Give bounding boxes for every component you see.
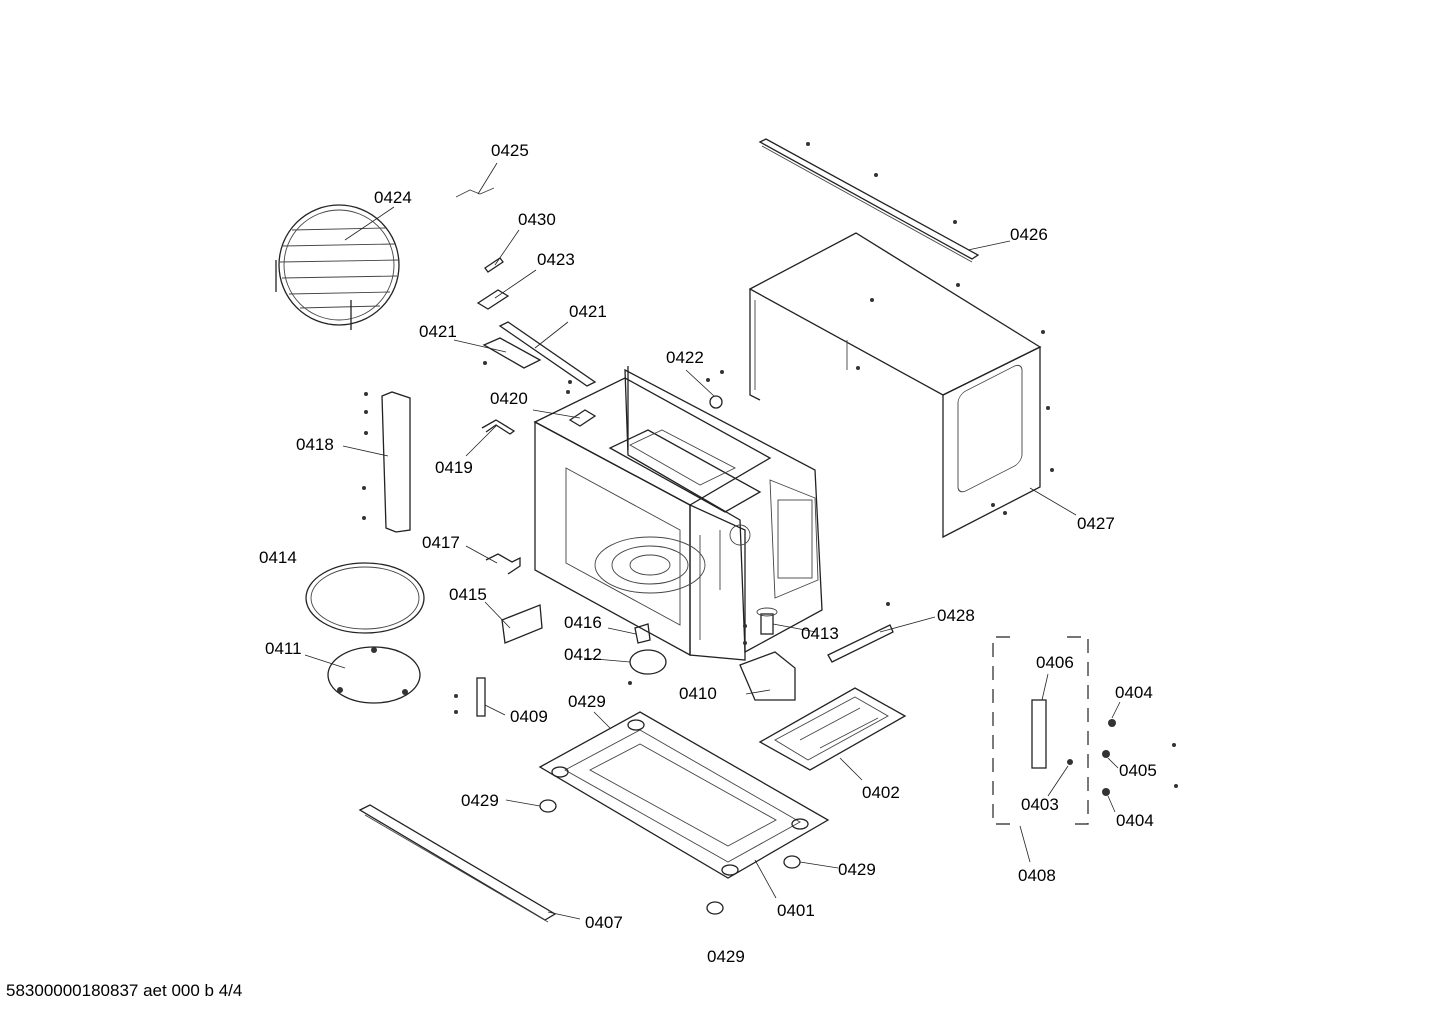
part-0420-bracket <box>568 409 597 427</box>
callout-0410: 0410 <box>679 684 717 703</box>
part-0423-bracket <box>476 289 510 310</box>
callout-0416: 0416 <box>564 613 602 632</box>
callout-0417: 0417 <box>422 533 460 552</box>
callout-0423: 0423 <box>537 250 575 269</box>
callout-0429-top: 0429 <box>568 692 606 711</box>
part-0401-base-plate <box>538 711 830 879</box>
callout-0425: 0425 <box>491 141 529 160</box>
part-0414-roller-ring <box>305 562 425 634</box>
callout-0403: 0403 <box>1021 795 1059 814</box>
callout-0421-right: 0421 <box>569 302 607 321</box>
callout-0402: 0402 <box>862 783 900 802</box>
callout-0409: 0409 <box>510 707 548 726</box>
part-0411-roller-support <box>327 646 421 704</box>
part-0413-spindle <box>743 607 778 645</box>
callout-0426: 0426 <box>1010 225 1048 244</box>
callout-0430: 0430 <box>518 210 556 229</box>
callout-0401: 0401 <box>777 901 815 920</box>
part-0415-cover-plate <box>501 604 543 644</box>
callout-0419: 0419 <box>435 458 473 477</box>
part-0425-wire <box>455 187 495 198</box>
part-0428-bracket <box>827 602 894 663</box>
part-0412-motor <box>628 649 667 685</box>
callout-0422: 0422 <box>666 348 704 367</box>
part-0409-strip <box>454 677 486 717</box>
leader-lines <box>304 162 1121 920</box>
part-0418-side-bracket <box>362 391 411 533</box>
callout-0418: 0418 <box>296 435 334 454</box>
callout-0414: 0414 <box>259 548 297 567</box>
callout-0429-right: 0429 <box>838 860 876 879</box>
part-cavity-assembly <box>533 366 823 661</box>
callout-labels: 0425 0424 0430 0423 0426 0421 0421 0422 … <box>259 141 1157 966</box>
callout-0404-bottom: 0404 <box>1116 811 1154 830</box>
part-0429-feet <box>539 799 801 915</box>
part-0426-top-strip <box>758 138 980 263</box>
part-0422-fitting <box>706 370 724 409</box>
part-0410-mount <box>739 651 796 701</box>
callout-0413: 0413 <box>801 624 839 643</box>
part-0407-front-rail <box>358 804 557 923</box>
part-0416-coupler <box>634 623 651 644</box>
callout-0421-left: 0421 <box>419 322 457 341</box>
part-0421-rails <box>482 321 597 394</box>
callout-0407: 0407 <box>585 913 623 932</box>
callout-0428: 0428 <box>937 606 975 625</box>
callout-0424: 0424 <box>374 188 412 207</box>
part-0424-grill-rack <box>275 204 400 330</box>
callout-0411: 0411 <box>265 639 302 658</box>
callout-0427: 0427 <box>1077 514 1115 533</box>
callout-0429-bottom: 0429 <box>707 947 745 966</box>
part-0430-bracket <box>484 257 504 273</box>
part-0417-bracket <box>485 553 521 575</box>
callout-0405: 0405 <box>1119 761 1157 780</box>
callout-0408: 0408 <box>1018 866 1056 885</box>
callout-0420: 0420 <box>490 389 528 408</box>
callout-0412: 0412 <box>564 645 602 664</box>
callout-0404-top: 0404 <box>1115 683 1153 702</box>
callout-0415: 0415 <box>449 585 487 604</box>
part-0427-outer-housing <box>748 232 1054 539</box>
callout-0429-left: 0429 <box>461 791 499 810</box>
callout-0406: 0406 <box>1036 653 1074 672</box>
part-0419-bracket <box>481 419 516 435</box>
document-id-footer: 58300000180837 aet 000 b 4/4 <box>6 981 243 1000</box>
part-0402-electronics-tray <box>758 687 907 771</box>
group-0408-door-latch <box>992 636 1178 825</box>
